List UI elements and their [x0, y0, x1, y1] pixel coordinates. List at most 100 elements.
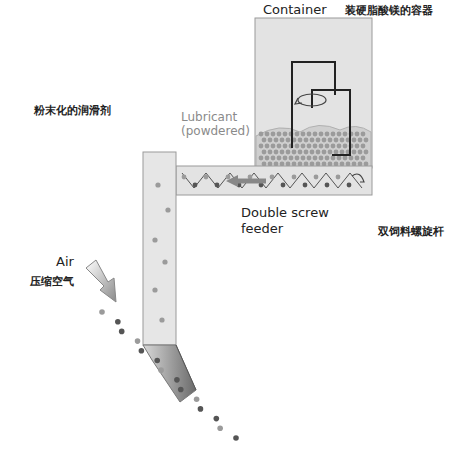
stirrer-arm — [312, 90, 350, 155]
powder-dot — [215, 183, 220, 188]
powder-dot — [337, 132, 342, 137]
powder-dot — [286, 150, 291, 155]
powder-dot — [307, 156, 312, 161]
powder-dot — [277, 144, 282, 149]
powder-dot — [322, 150, 327, 155]
powder-dot — [319, 156, 324, 161]
powder-dot — [283, 132, 288, 137]
powder-dot — [152, 237, 157, 242]
powder-dot — [347, 183, 352, 188]
flow-arrow — [226, 175, 238, 187]
drop-tube — [143, 152, 176, 345]
double-screw-feeder — [176, 166, 372, 195]
outlet-chute — [176, 345, 196, 390]
air-label: Air — [56, 254, 74, 270]
powder-dot — [352, 138, 357, 143]
powder-dot — [361, 156, 366, 161]
feeder-dots — [182, 175, 352, 188]
powder-dot — [316, 138, 321, 143]
lubricant-label: Lubricant (powdered) — [181, 110, 261, 139]
powder-dot — [194, 396, 200, 402]
powder-dot — [355, 132, 360, 137]
powder-dot — [155, 182, 160, 187]
powder-dot — [307, 144, 312, 149]
powder-dot — [119, 329, 125, 335]
powder-dot — [292, 150, 297, 155]
powder-dot — [226, 175, 231, 180]
powder-dot — [214, 416, 220, 422]
powder-dot — [274, 150, 279, 155]
powder-dot — [355, 144, 360, 149]
powder-dot — [281, 183, 286, 188]
powder-dot — [301, 144, 306, 149]
powder-dot — [334, 150, 339, 155]
powder-dot — [340, 150, 345, 155]
powder-dot — [316, 150, 321, 155]
powder-dot — [314, 175, 319, 180]
powder-dot — [271, 156, 276, 161]
powder-dot — [319, 144, 324, 149]
powder-dot — [139, 348, 145, 354]
powder-dot — [217, 426, 223, 432]
powder-dot — [274, 138, 279, 143]
powder-dot — [298, 138, 303, 143]
powder-dot — [174, 377, 180, 383]
feeder-label-cn: 双饲料螺旋杆 — [378, 225, 444, 238]
air-arrow — [86, 260, 116, 302]
powder-dot — [283, 156, 288, 161]
powder-dot — [340, 138, 345, 143]
powder-dot — [182, 175, 187, 180]
air-label-cn: 压缩空气 — [30, 275, 74, 288]
powder-dot — [304, 150, 309, 155]
powder-dot — [325, 132, 330, 137]
powder-dot — [364, 150, 369, 155]
rotation-arrow — [295, 98, 302, 104]
powder-dot — [280, 150, 285, 155]
powder-dot — [343, 132, 348, 137]
powder-dot — [295, 156, 300, 161]
stirrer-arm — [292, 62, 335, 148]
powder-dot — [349, 156, 354, 161]
powder-dot — [99, 309, 105, 315]
powder-dot — [331, 156, 336, 161]
powder-dot — [259, 156, 264, 161]
powder-dot — [307, 132, 312, 137]
powder-dot — [165, 207, 170, 212]
powder-dot — [337, 144, 342, 149]
powder-dot — [358, 150, 363, 155]
powder-dot — [277, 156, 282, 161]
powder-dot — [313, 156, 318, 161]
powder-dot — [159, 317, 164, 322]
powder-dot — [328, 150, 333, 155]
powder-dot — [337, 156, 342, 161]
powder-dot — [135, 338, 141, 344]
powder-dot — [292, 175, 297, 180]
powder-dot — [178, 387, 184, 393]
powder-dot — [331, 132, 336, 137]
powder-dot — [310, 138, 315, 143]
container-box: Container装硬脂酸镁的容器 — [255, 18, 372, 168]
powder-dot — [162, 259, 167, 264]
powder-dot — [336, 175, 341, 180]
spray-dots — [99, 309, 239, 441]
powder-dot — [304, 138, 309, 143]
powder-dot — [328, 138, 333, 143]
powder-dot — [334, 138, 339, 143]
powder-dot — [259, 132, 264, 137]
powder-dot — [313, 144, 318, 149]
powder-dot — [331, 144, 336, 149]
powder-dot — [154, 358, 160, 364]
powder-dot — [298, 150, 303, 155]
powder-dot — [355, 156, 360, 161]
powder-dot — [259, 144, 264, 149]
powder-dot — [193, 183, 198, 188]
powder-dot — [325, 144, 330, 149]
powder-dot — [289, 156, 294, 161]
powder-dot — [310, 150, 315, 155]
container-body — [255, 18, 372, 168]
rotation-arrow — [352, 174, 364, 182]
powder-dot — [115, 319, 121, 325]
powder-dot — [322, 138, 327, 143]
powder-dot — [325, 156, 330, 161]
powder-dot — [303, 183, 308, 188]
